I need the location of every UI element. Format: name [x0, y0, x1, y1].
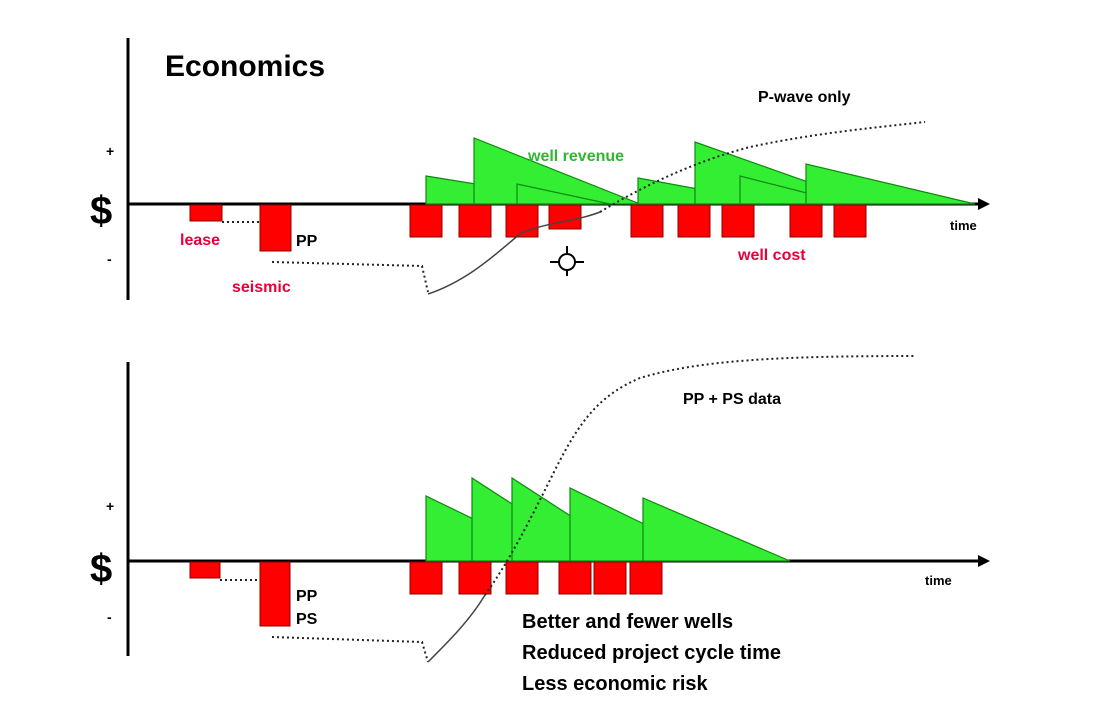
bottom-cashflow-curve-solid: [427, 594, 486, 663]
top-curve-label: P-wave only: [758, 89, 851, 106]
top-revenue-triangle: [805, 163, 976, 205]
bottom-well-cost-box: [629, 561, 663, 595]
top-well-cost-box: [789, 204, 823, 238]
top-revenue-label: well revenue: [527, 148, 624, 165]
top-well-cost-box: [630, 204, 664, 238]
top-revenue-triangle: [516, 183, 611, 205]
top-pp-label: PP: [296, 233, 318, 250]
bottom-lease-cost-box: [189, 561, 221, 579]
benefit-item: Reduced project cycle time: [522, 642, 781, 664]
bottom-cashflow-curve-dotted: [484, 355, 916, 596]
benefit-item: Better and fewer wells: [522, 611, 733, 633]
top-well-cost-box: [721, 204, 755, 238]
top-well-cost-box: [505, 204, 539, 238]
top-plus-sign: +: [106, 143, 114, 159]
bottom-well-cost-box: [505, 561, 539, 595]
bottom-well-cost-box: [409, 561, 443, 595]
bottom-revenue-triangle: [642, 497, 791, 562]
bottom-dollar-sign: $: [90, 547, 112, 591]
top-minus-sign: -: [107, 251, 112, 267]
bottom-seismic-leader: [271, 636, 429, 663]
bottom-panel: + $ - time PP + PS data PP PS Better and…: [90, 355, 990, 695]
top-dollar-sign: $: [90, 189, 112, 233]
top-seismic-label: seismic: [232, 279, 291, 296]
top-seismic-cost-box: [259, 204, 292, 252]
bottom-seismic-cost-box: [259, 561, 291, 627]
bottom-ps-label: PS: [296, 611, 318, 628]
top-time-arrow-icon: [978, 198, 990, 210]
bottom-curve-label: PP + PS data: [683, 391, 781, 408]
bottom-time-label: time: [925, 573, 952, 588]
top-panel: Economics + $ - time: [90, 38, 990, 300]
bottom-pp-label: PP: [296, 588, 318, 605]
top-lease-label: lease: [180, 232, 220, 249]
top-seismic-leader: [271, 261, 429, 293]
benefit-item: Less economic risk: [522, 673, 709, 695]
diagram-title: Economics: [165, 50, 325, 83]
top-well-cost-box: [677, 204, 711, 238]
top-cost-label: well cost: [737, 247, 806, 264]
top-cashflow-curve-solid: [427, 211, 601, 295]
top-time-label: time: [950, 218, 977, 233]
top-well-cost-box: [458, 204, 492, 238]
bottom-well-cost-box: [593, 561, 627, 595]
bottom-well-cost-box: [458, 561, 492, 595]
top-well-cost-box: [548, 204, 582, 230]
bottom-plus-sign: +: [106, 498, 114, 514]
top-well-cost-box: [833, 204, 867, 238]
top-well-cost-box: [409, 204, 443, 238]
bottom-time-arrow-icon: [978, 555, 990, 567]
top-lease-cost-box: [189, 204, 223, 222]
break-even-marker-icon: [550, 246, 584, 276]
top-cashflow-curve-dotted: [599, 121, 926, 213]
bottom-well-cost-box: [558, 561, 592, 595]
bottom-minus-sign: -: [107, 609, 112, 625]
